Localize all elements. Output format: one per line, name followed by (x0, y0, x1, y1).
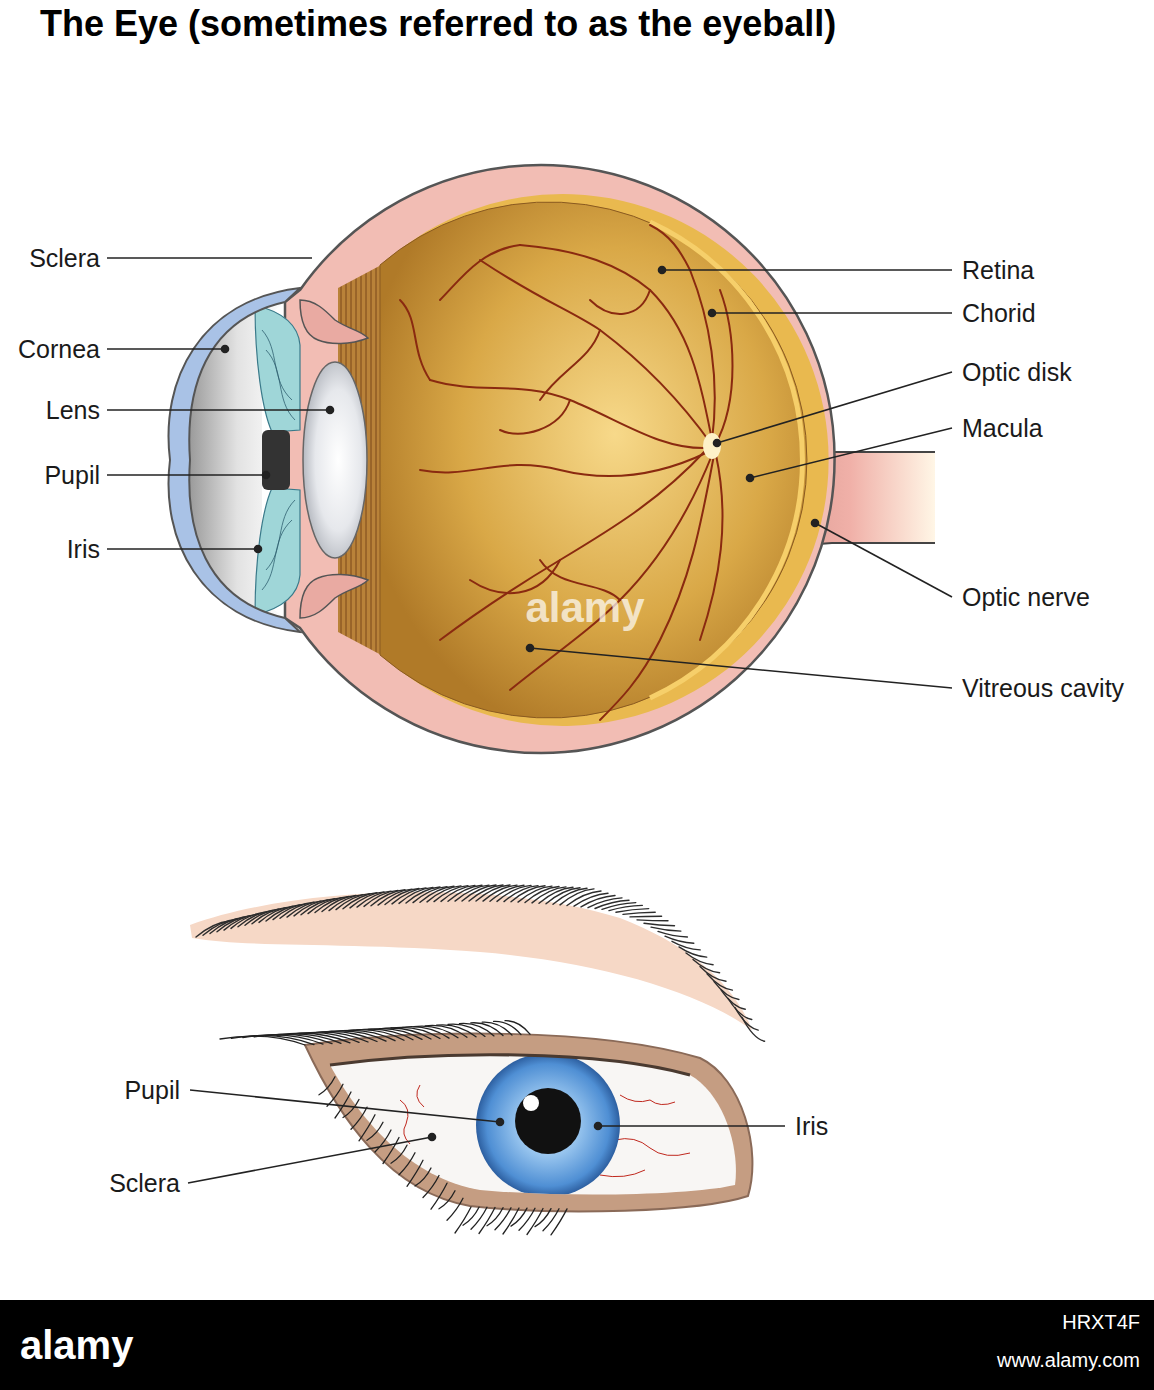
part-label: Sclera (109, 1169, 180, 1198)
part-label: Retina (962, 256, 1034, 285)
eyebrow-hairs (196, 885, 765, 1041)
lower-lash (351, 1107, 367, 1129)
upper-lash (402, 1027, 449, 1038)
brow-hair (644, 923, 675, 926)
lower-lash (319, 1077, 335, 1095)
lower-lash (423, 1176, 439, 1198)
brow-hair (637, 919, 668, 921)
brow-hair (658, 931, 687, 937)
brow-hair (574, 893, 608, 906)
eyelid (305, 1034, 752, 1212)
part-label: Iris (795, 1112, 828, 1141)
diagram-title: The Eye (sometimes referred to as the ey… (40, 3, 836, 44)
footer-bar (0, 1300, 1154, 1390)
lens (303, 362, 367, 558)
leader-lines (107, 258, 952, 688)
lower-lash (375, 1130, 391, 1152)
part-label: Pupil (44, 461, 100, 490)
upper-lash (357, 1029, 413, 1040)
brow-hair (735, 1008, 758, 1031)
watermark: alamy (525, 584, 644, 632)
lower-lash (503, 1208, 519, 1234)
brow-hair (651, 927, 681, 931)
cornea (169, 288, 300, 632)
part-label: Optic disk (962, 358, 1072, 387)
upper-lash (300, 1032, 368, 1042)
lower-lash (415, 1168, 431, 1186)
footer-text: HRXT4F (1062, 1311, 1140, 1334)
upper-lash (323, 1031, 386, 1041)
vitreous-cavity (380, 202, 807, 718)
lower-lash (439, 1191, 455, 1209)
eyelashes (220, 1021, 567, 1235)
ciliary-body (300, 574, 368, 618)
lower-lash (479, 1208, 495, 1234)
upper-lash (391, 1027, 440, 1038)
lower-lash (527, 1209, 543, 1235)
sclera-wall (285, 165, 835, 753)
brow-hair (630, 916, 662, 918)
upper-lid-line (330, 1055, 690, 1075)
optic-disk (703, 433, 721, 459)
blood-vessels (400, 225, 733, 720)
brow-hair (546, 888, 580, 904)
brow-hair (693, 960, 720, 973)
lower-lash (391, 1145, 407, 1163)
lower-lash (447, 1198, 463, 1220)
iris-fibres (262, 330, 295, 590)
upper-lash (288, 1033, 359, 1043)
brow-hair (665, 936, 694, 943)
part-label: Cornea (18, 335, 100, 364)
brow-hair (616, 909, 649, 913)
part-label: Pupil (124, 1076, 180, 1105)
lower-lash (455, 1207, 471, 1233)
footer-text: alamy (20, 1322, 133, 1368)
upper-lash (437, 1025, 476, 1037)
lower-lash (367, 1122, 383, 1140)
upper-lash (505, 1021, 530, 1035)
part-label: Sclera (29, 244, 100, 273)
brow-hair (679, 947, 707, 957)
brow-hair (539, 887, 573, 903)
iris (255, 305, 300, 432)
part-label: Iris (67, 535, 100, 564)
brow-hair (742, 1017, 765, 1041)
pupil (262, 430, 290, 490)
brow-hair (581, 896, 615, 907)
upper-lash (345, 1030, 404, 1040)
part-label: Macula (962, 414, 1043, 443)
choroid-line (650, 222, 802, 698)
part-label: Optic nerve (962, 583, 1090, 612)
lower-lash (551, 1209, 567, 1235)
upper-lash (425, 1025, 467, 1037)
leader-lines (188, 1090, 785, 1183)
iris (255, 488, 300, 615)
upper-lash (414, 1026, 458, 1038)
eyebrow-skin (190, 892, 752, 1030)
upper-lash (311, 1032, 377, 1042)
ciliary-body (300, 300, 368, 344)
part-label: Chorid (962, 299, 1036, 328)
iris-front (476, 1053, 620, 1197)
lower-lash (327, 1084, 343, 1106)
brow-hair (623, 912, 655, 914)
part-label: Lens (46, 396, 100, 425)
upper-lash (380, 1028, 431, 1039)
lower-lash (343, 1100, 359, 1118)
upper-lash (368, 1029, 422, 1040)
part-label: Vitreous cavity (962, 674, 1124, 703)
brow-hair (672, 941, 700, 950)
lower-lash (399, 1153, 415, 1175)
footer-text: www.alamy.com (997, 1349, 1140, 1372)
brow-hair (588, 898, 622, 908)
brow-hair (686, 953, 713, 965)
brow-hair (700, 966, 726, 981)
upper-lash (334, 1030, 395, 1040)
